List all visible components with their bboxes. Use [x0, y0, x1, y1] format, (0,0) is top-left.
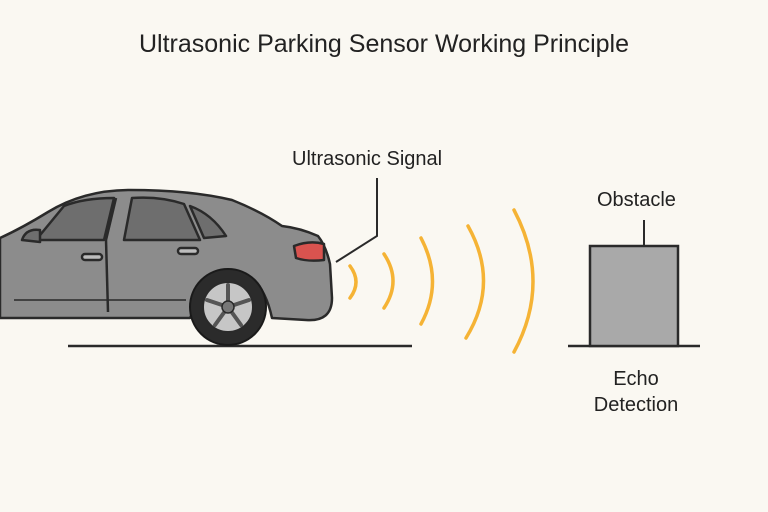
- echo-label-line-1: Echo: [613, 368, 659, 390]
- car-rear-quarter-window: [188, 204, 228, 240]
- obstacle-box: [588, 244, 680, 348]
- front-door-handle: [176, 246, 200, 256]
- echo-label-line-2: Detection: [593, 394, 679, 416]
- wave-1: [348, 264, 358, 300]
- wave-3: [419, 236, 435, 326]
- echo-detection-label: Echo Detection: [570, 366, 702, 418]
- wheel-icon: [189, 268, 267, 346]
- car-b-pillar: [104, 197, 118, 241]
- obstacle-label: Obstacle: [597, 189, 676, 211]
- signal-pointer-line: [335, 178, 378, 263]
- side-mirror: [20, 228, 42, 244]
- wave-4: [464, 224, 486, 340]
- ultrasonic-waves: [348, 208, 535, 354]
- car-rear-window: [34, 196, 116, 242]
- tail-light: [292, 241, 326, 262]
- wave-2: [382, 252, 395, 310]
- car-icon: [0, 188, 334, 322]
- car-front-window: [122, 196, 202, 242]
- diagram-title: Ultrasonic Parking Sensor Working Princi…: [138, 30, 629, 58]
- wave-5: [512, 208, 535, 354]
- ultrasonic-signal-label: Ultrasonic Signal: [292, 148, 443, 170]
- rear-door-handle: [80, 252, 104, 262]
